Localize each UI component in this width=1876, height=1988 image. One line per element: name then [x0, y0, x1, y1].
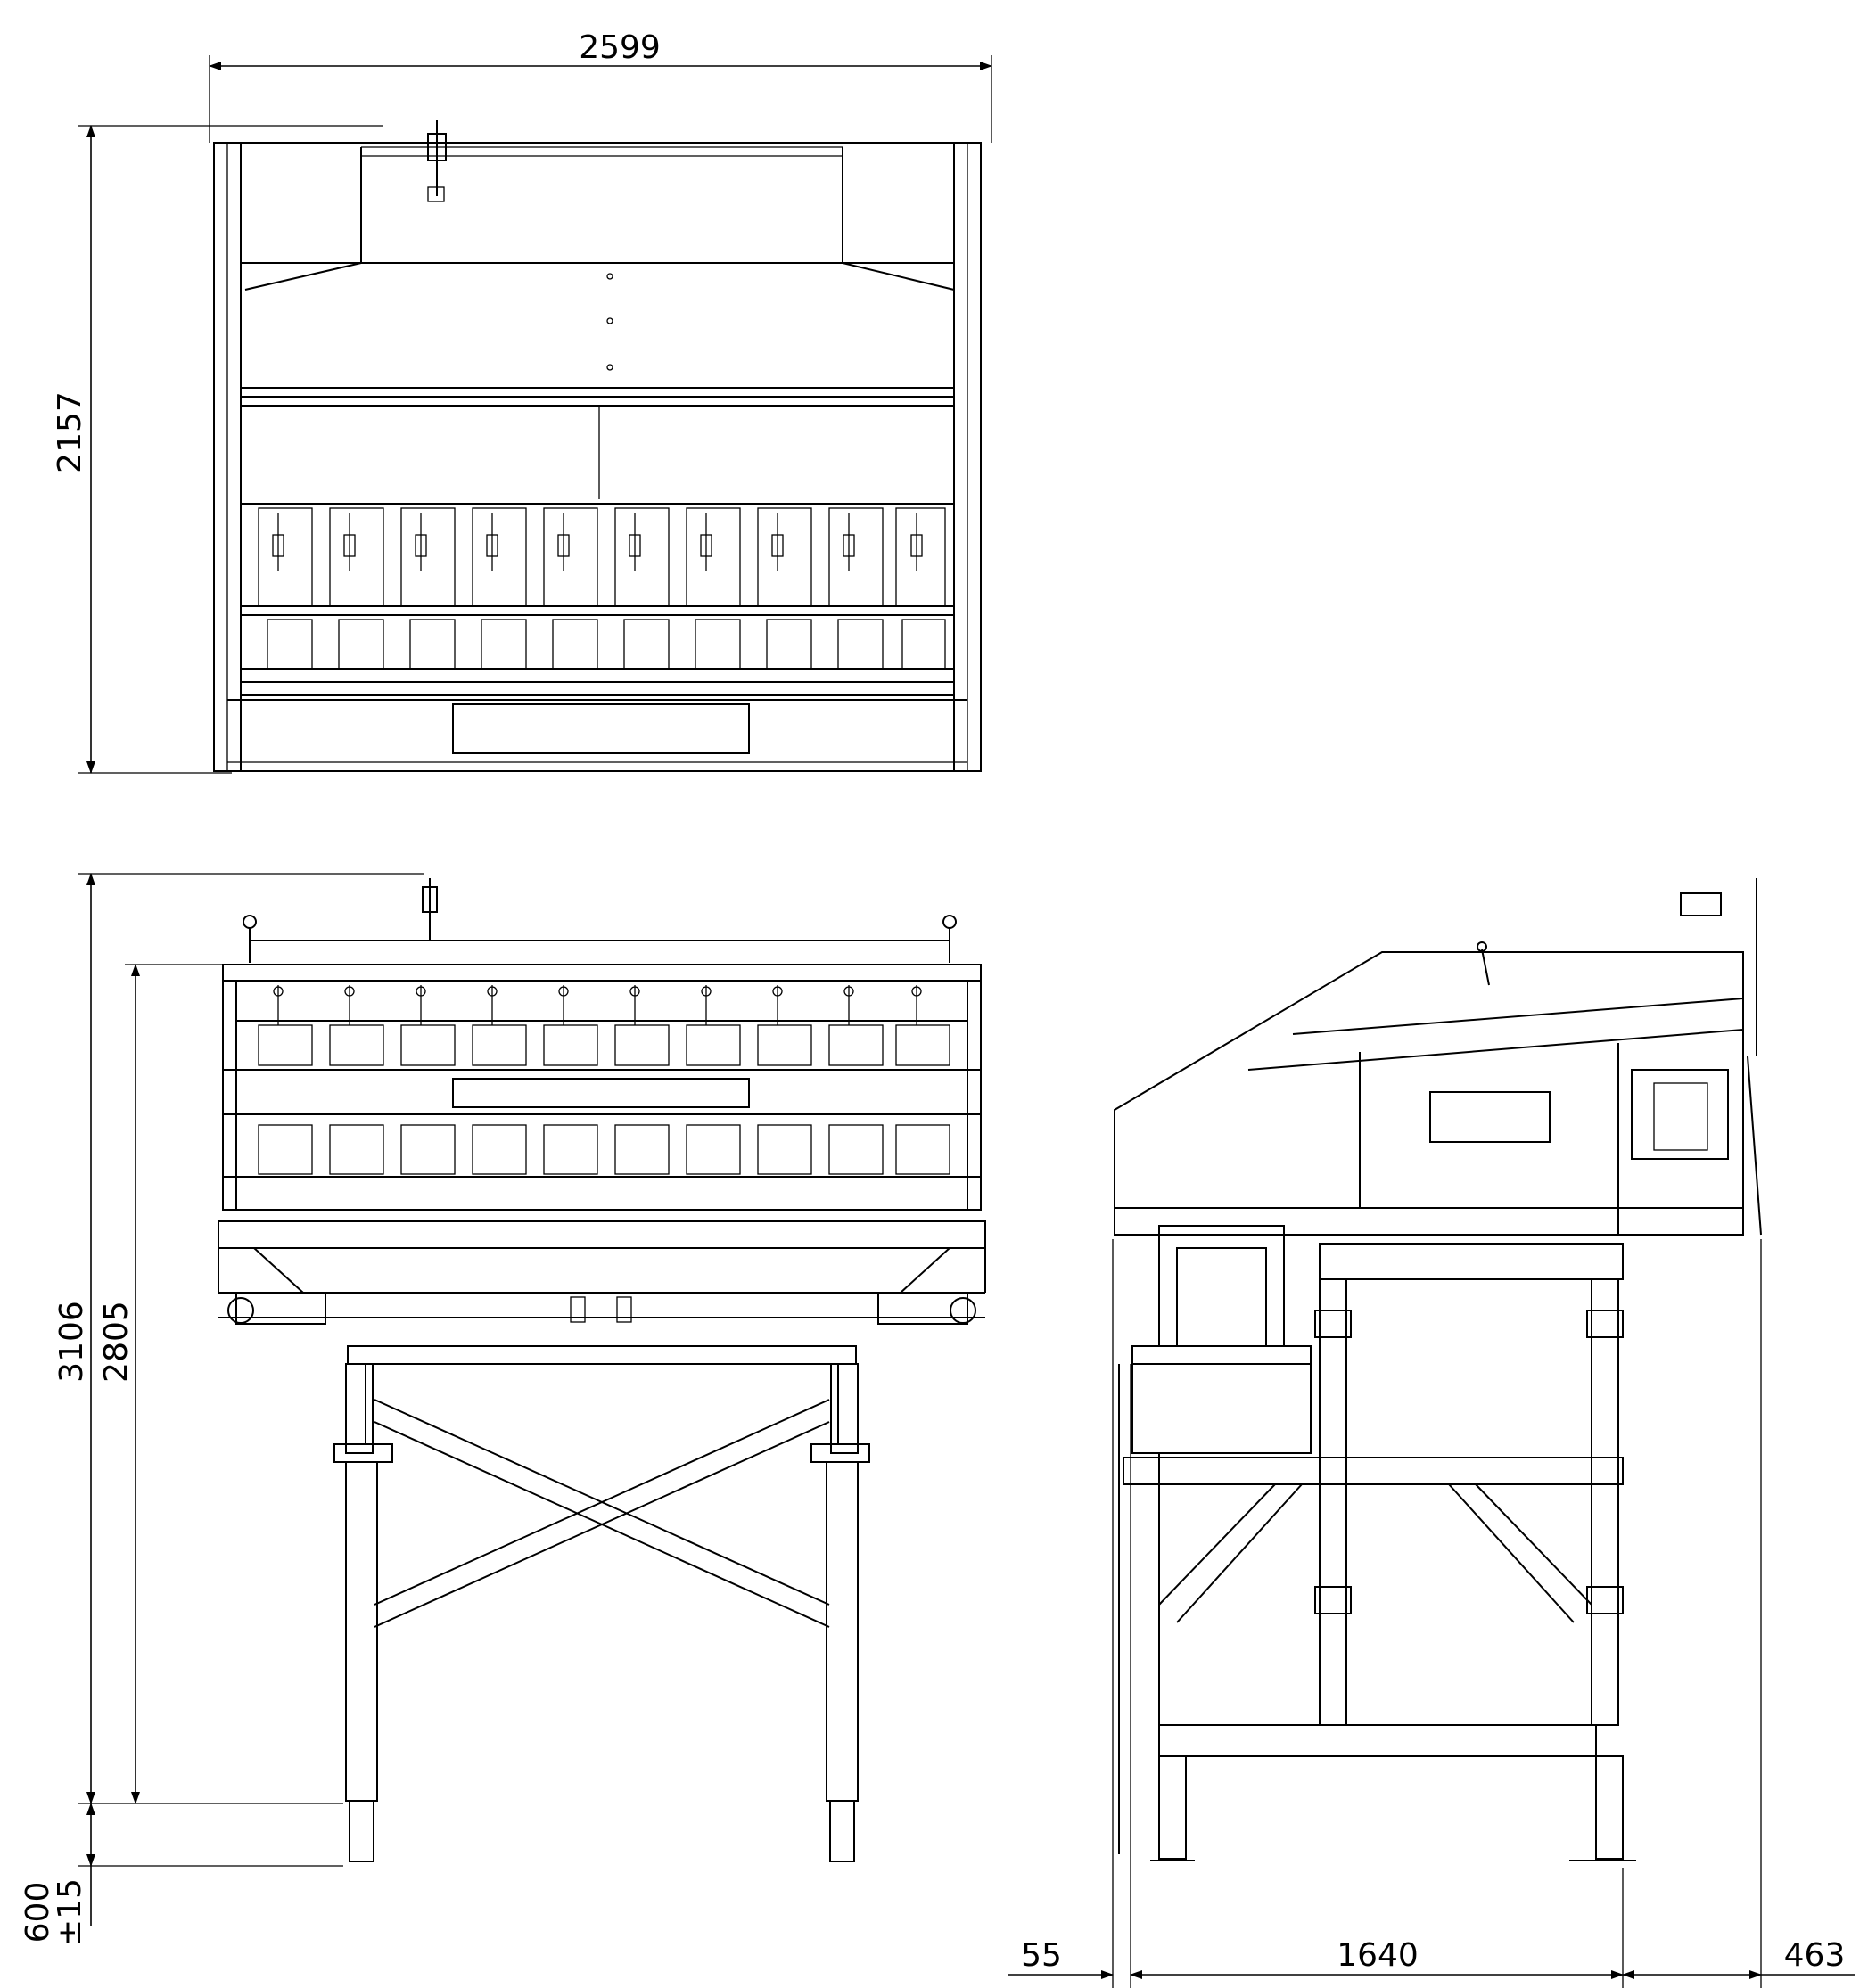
side-view: 55 1640 463: [1008, 878, 1855, 1988]
side-width-dimension: 1640: [1337, 1937, 1419, 1974]
discharge-height-dimension: 2805: [98, 1301, 135, 1383]
front-view: 3106 2805 600 ±15: [20, 873, 986, 1946]
total-height-dimension: 3106: [53, 1301, 90, 1383]
left-offset-dimension: 55: [1021, 1937, 1062, 1974]
leg-adjust-tolerance: ±15: [52, 1878, 88, 1946]
top-height-dimension: 2157: [52, 391, 88, 473]
top-view: 2599 2157: [52, 29, 992, 774]
right-offset-dimension: 463: [1784, 1937, 1846, 1974]
front-view-upper-heads: [258, 985, 950, 1066]
front-view-lower-heads: [258, 1124, 950, 1175]
top-width-dimension: 2599: [579, 29, 661, 66]
top-view-heads: [258, 507, 946, 670]
leg-adjust-dimension: 600: [20, 1882, 56, 1943]
